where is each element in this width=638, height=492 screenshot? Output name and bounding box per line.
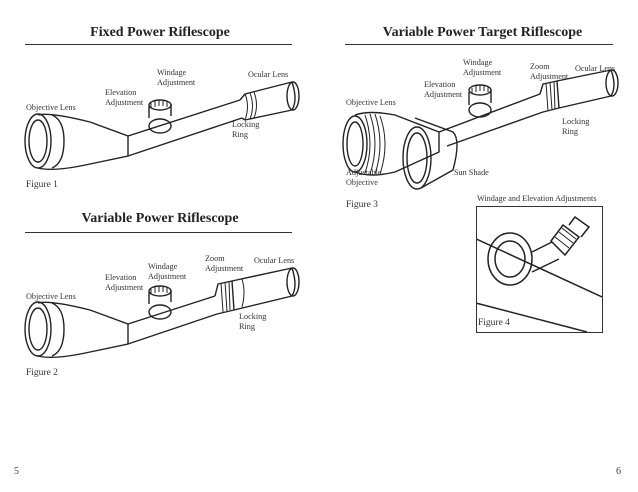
target-power-title: Variable Power Target Riflescope — [382, 25, 583, 40]
target-zoom-label: Zoom Adjustment — [530, 62, 569, 81]
fixed-elevation-label: Elevation Adjustment — [105, 88, 144, 107]
target-elevation-label: Elevation Adjustment — [424, 80, 463, 99]
fixed-riflescope-illustration — [24, 81, 300, 171]
variable-power-rule — [25, 232, 292, 233]
target-objective-label: Objective Lens — [346, 98, 396, 107]
target-locking-label: Locking Ring — [562, 117, 590, 136]
fixed-objective-label: Objective Lens — [26, 103, 76, 112]
fixed-power-rule — [25, 44, 292, 45]
variable-locking-label: Locking Ring — [239, 312, 267, 331]
figure-1-caption: Figure 1 — [26, 180, 58, 190]
fixed-windage-label: Windage Adjustment — [157, 68, 196, 87]
target-power-rule — [345, 44, 613, 45]
target-riflescope-illustration — [342, 69, 619, 190]
page-number-left: 5 — [14, 466, 19, 477]
target-adjustable-objective-label: Adjustable Objective — [346, 168, 382, 187]
fixed-ocular-label: Ocular Lens — [248, 70, 289, 79]
fixed-power-title: Fixed Power Riflescope — [90, 25, 230, 40]
target-windage-label: Windage Adjustment — [463, 58, 502, 77]
variable-elevation-label: Elevation Adjustment — [105, 273, 144, 292]
fixed-locking-label: Locking Ring — [232, 120, 260, 139]
variable-ocular-label: Ocular Lens — [254, 256, 295, 265]
detail-caption: Windage and Elevation Adjustments — [477, 194, 597, 203]
figure-3-caption: Figure 3 — [346, 200, 378, 210]
variable-riflescope-illustration — [24, 267, 300, 359]
figure-2-caption: Figure 2 — [26, 368, 58, 378]
detail-frame — [476, 206, 603, 333]
variable-zoom-label: Zoom Adjustment — [205, 254, 244, 273]
variable-power-title: Variable Power Riflescope — [81, 211, 239, 226]
variable-windage-label: Windage Adjustment — [148, 262, 187, 281]
page-number-right: 6 — [616, 466, 621, 477]
turret-detail-illustration — [477, 215, 602, 332]
variable-objective-label: Objective Lens — [26, 292, 76, 301]
target-ocular-label: Ocular Lens — [575, 64, 616, 73]
target-sun-shade-label: Sun Shade — [454, 168, 489, 177]
figure-4-caption: Figure 4 — [478, 318, 510, 328]
